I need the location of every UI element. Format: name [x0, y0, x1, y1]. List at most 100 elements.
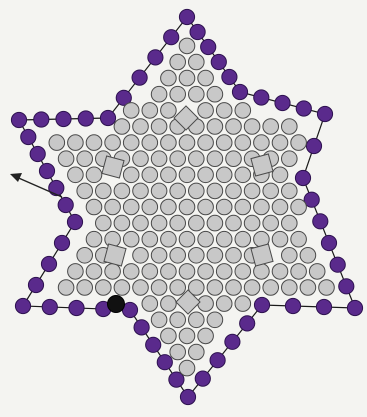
round-bead	[105, 264, 121, 280]
round-bead	[123, 135, 139, 151]
outline-bead	[146, 337, 161, 352]
round-bead	[170, 215, 186, 231]
round-bead	[161, 199, 177, 215]
outline-bead	[240, 316, 255, 331]
round-bead	[189, 248, 205, 264]
outline-bead	[34, 112, 49, 127]
round-bead	[216, 231, 232, 247]
outline-bead	[30, 146, 45, 161]
round-bead	[189, 312, 205, 328]
round-bead	[170, 183, 186, 199]
outline-bead	[157, 355, 172, 370]
round-bead	[133, 248, 149, 264]
inner-beads	[49, 38, 334, 376]
round-bead	[123, 103, 139, 119]
round-bead	[161, 167, 177, 183]
round-bead	[86, 264, 102, 280]
round-bead	[282, 183, 298, 199]
outline-bead	[164, 30, 179, 45]
outline-bead	[11, 112, 26, 127]
round-bead	[77, 183, 93, 199]
round-bead	[189, 183, 205, 199]
outline-bead	[296, 101, 311, 116]
outline-bead	[134, 320, 149, 335]
round-bead	[207, 312, 223, 328]
round-bead	[207, 119, 223, 135]
round-bead	[235, 103, 251, 119]
round-bead	[86, 135, 102, 151]
round-bead	[105, 135, 121, 151]
outline-bead	[58, 197, 73, 212]
round-bead	[235, 135, 251, 151]
round-bead	[49, 135, 65, 151]
round-bead	[68, 167, 84, 183]
outline-bead	[195, 371, 210, 386]
round-bead	[133, 280, 149, 296]
outline-bead	[15, 298, 30, 313]
round-bead	[272, 135, 288, 151]
outline-bead	[148, 50, 163, 65]
round-bead	[114, 215, 130, 231]
outline-bead	[179, 9, 194, 24]
round-bead	[96, 280, 112, 296]
outline-bead	[254, 297, 269, 312]
round-bead	[244, 215, 260, 231]
round-bead	[151, 248, 167, 264]
round-bead	[282, 215, 298, 231]
round-bead	[263, 280, 279, 296]
outline-bead	[56, 111, 71, 126]
round-bead	[170, 312, 186, 328]
round-bead	[151, 86, 167, 102]
round-bead	[235, 296, 251, 312]
round-bead	[207, 248, 223, 264]
round-bead	[151, 151, 167, 167]
round-bead	[198, 135, 214, 151]
round-bead	[226, 280, 242, 296]
square-bead	[102, 156, 124, 178]
outline-bead	[39, 163, 54, 178]
round-bead	[198, 264, 214, 280]
round-bead	[198, 103, 214, 119]
round-bead	[226, 151, 242, 167]
round-bead	[179, 231, 195, 247]
round-bead	[235, 264, 251, 280]
round-bead	[68, 135, 84, 151]
round-bead	[77, 151, 93, 167]
round-bead	[216, 264, 232, 280]
outline-bead	[190, 24, 205, 39]
round-bead	[216, 135, 232, 151]
round-bead	[179, 167, 195, 183]
round-bead	[161, 103, 177, 119]
outline-bead	[254, 90, 269, 105]
round-bead	[86, 231, 102, 247]
round-bead	[309, 264, 325, 280]
outline-bead	[330, 257, 345, 272]
round-bead	[142, 103, 158, 119]
round-bead	[300, 280, 316, 296]
round-bead	[244, 183, 260, 199]
round-bead	[123, 167, 139, 183]
outline-bead	[49, 180, 64, 195]
outline-bead	[339, 279, 354, 294]
round-bead	[244, 119, 260, 135]
outline-bead	[285, 298, 300, 313]
round-bead	[263, 119, 279, 135]
outline-bead	[316, 299, 331, 314]
round-bead	[189, 344, 205, 360]
round-bead	[142, 264, 158, 280]
round-bead	[244, 280, 260, 296]
outline-bead	[201, 39, 216, 54]
outline-bead	[210, 353, 225, 368]
round-bead	[216, 167, 232, 183]
round-bead	[96, 183, 112, 199]
round-bead	[291, 231, 307, 247]
outline-bead	[132, 70, 147, 85]
outline-bead	[78, 111, 93, 126]
round-bead	[235, 231, 251, 247]
round-bead	[207, 151, 223, 167]
round-bead	[179, 70, 195, 86]
round-bead	[161, 70, 177, 86]
round-bead	[96, 215, 112, 231]
